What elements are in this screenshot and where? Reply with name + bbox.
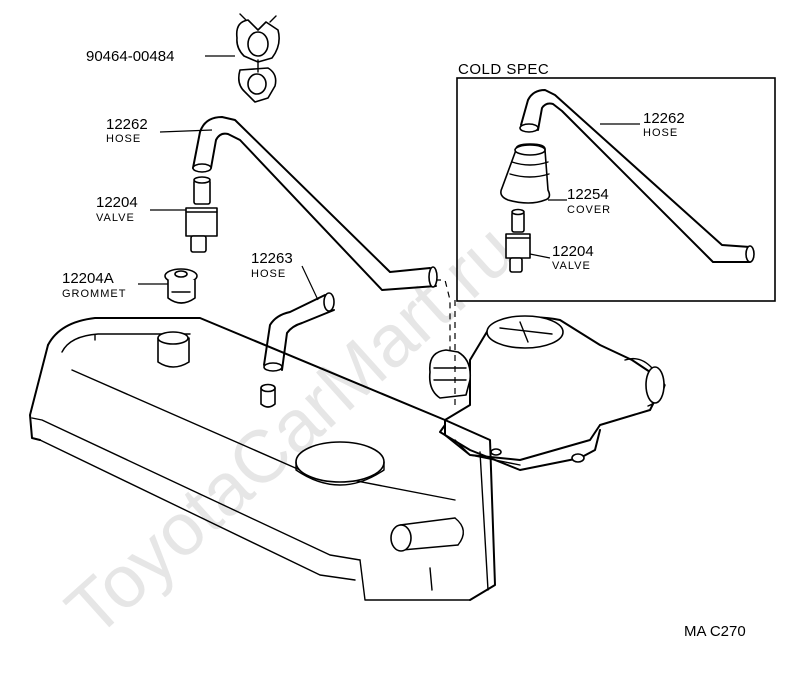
hose-main-part-name: HOSE	[106, 133, 141, 145]
hose-small-part-name: HOSE	[251, 268, 286, 280]
hose-main-part-number: 12262	[106, 116, 148, 133]
valve-inset-part-name: VALVE	[552, 260, 591, 272]
inset-hose-12262-part	[519, 89, 755, 263]
hose-12262-part	[192, 116, 438, 291]
breather-pipe-end	[390, 524, 412, 552]
valve-inset-part-number: 12204	[552, 243, 594, 260]
oil-filler-cap	[295, 441, 385, 483]
cover-inset-part-number: 12254	[567, 186, 609, 203]
valve-cover-drawing	[29, 317, 496, 601]
cover-inset-part-name: COVER	[567, 204, 611, 216]
hose-inset-part-number: 12262	[643, 110, 685, 127]
hose-inset-part-name: HOSE	[643, 127, 678, 139]
carburetor-port	[645, 366, 665, 404]
valve-main-part-number: 12204	[96, 194, 138, 211]
watermark: ToyotaCarMart.ru	[50, 208, 530, 652]
connection-dashed-line	[435, 279, 456, 410]
callout-labels: 90464-00484 12262 HOSE 12204 VALVE 12204…	[62, 48, 746, 640]
carburetor-air-horn	[486, 315, 564, 349]
hose-nipple	[260, 387, 276, 408]
grommet-boss	[157, 337, 190, 368]
clip-part-number: 90464-00484	[86, 48, 174, 65]
pcv-valve-12204-part	[185, 176, 218, 253]
watermark-text: ToyotaCarMart.ru	[50, 208, 530, 652]
hose-small-part-number: 12263	[251, 250, 293, 267]
cold-spec-inset-box	[456, 77, 776, 302]
figure-code: MA C270	[684, 623, 746, 640]
carburetor-drawing	[428, 315, 666, 471]
hose-12263-part	[263, 292, 335, 372]
grommet-part-number: 12204A	[62, 270, 114, 287]
pcv-valve-fitting	[428, 349, 472, 399]
inset-valve-12204-part	[505, 208, 531, 273]
leader-lines	[138, 55, 640, 301]
inset-cover-12254-part	[500, 143, 551, 204]
grommet-12204A-part	[164, 268, 198, 304]
hose-clip-part	[235, 13, 280, 103]
valve-main-part-name: VALVE	[96, 212, 135, 224]
inset-title: COLD SPEC	[458, 61, 549, 78]
grommet-part-name: GROMMET	[62, 288, 126, 300]
